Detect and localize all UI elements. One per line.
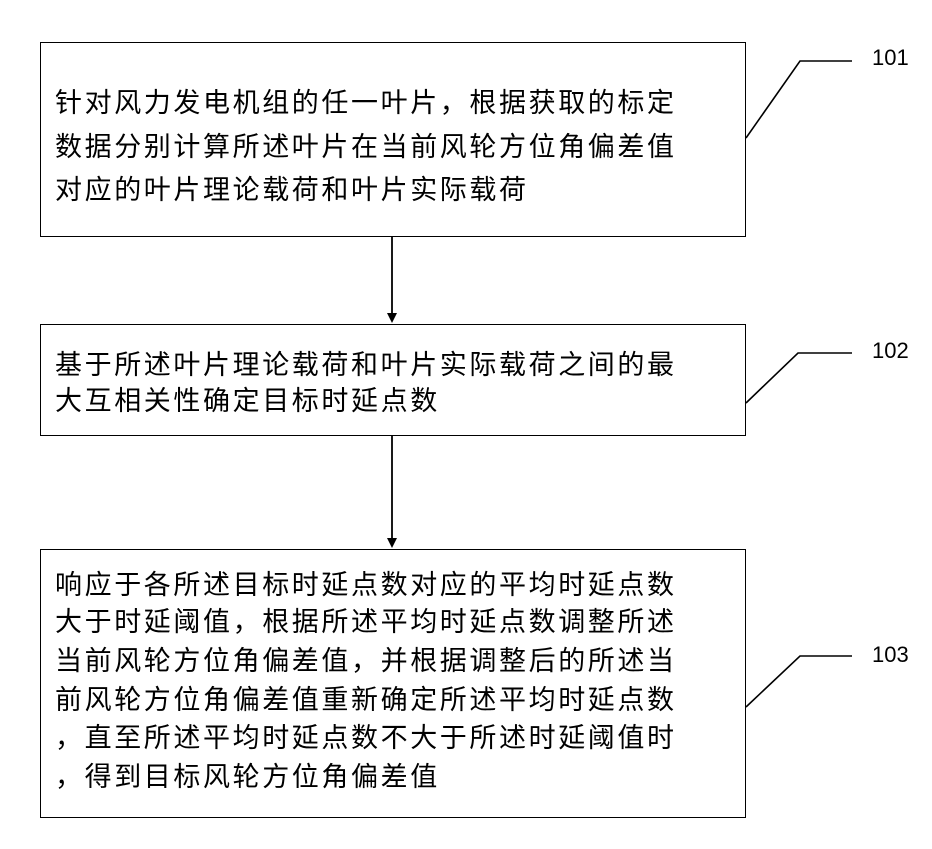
step-number-102: 102 — [872, 340, 909, 362]
step-text-line: 对应的叶片理论载荷和叶片实际载荷 — [55, 177, 529, 204]
step-number-103: 103 — [872, 644, 909, 666]
step-text-line: 响应于各所述目标时延点数对应的平均时延点数 — [55, 572, 677, 599]
leader-line-103 — [746, 656, 852, 707]
step-box-103: 响应于各所述目标时延点数对应的平均时延点数 大于时延阈值，根据所述平均时延点数调… — [40, 549, 746, 818]
step-text-line: ，得到目标风轮方位角偏差值 — [55, 764, 440, 791]
step-box-102: 基于所述叶片理论载荷和叶片实际载荷之间的最 大互相关性确定目标时延点数 — [40, 324, 746, 436]
step-text-line: 前风轮方位角偏差值重新确定所述平均时延点数 — [55, 687, 677, 714]
step-box-101: 针对风力发电机组的任一叶片，根据获取的标定 数据分别计算所述叶片在当前风轮方位角… — [40, 42, 746, 237]
step-text-line: ，直至所述平均时延点数不大于所述时延阈值时 — [55, 725, 677, 752]
leader-line-102 — [746, 353, 852, 403]
step-text-line: 基于所述叶片理论载荷和叶片实际载荷之间的最 — [55, 352, 677, 379]
step-text-line: 大于时延阈值，根据所述平均时延点数调整所述 — [55, 609, 677, 636]
step-number-101: 101 — [872, 47, 909, 69]
step-text-line: 大互相关性确定目标时延点数 — [55, 388, 440, 415]
step-text-line: 数据分别计算所述叶片在当前风轮方位角偏差值 — [55, 134, 677, 161]
leader-line-101 — [746, 61, 852, 138]
step-text-line: 针对风力发电机组的任一叶片，根据获取的标定 — [55, 90, 677, 117]
step-text-line: 当前风轮方位角偏差值，并根据调整后的所述当 — [55, 648, 677, 675]
